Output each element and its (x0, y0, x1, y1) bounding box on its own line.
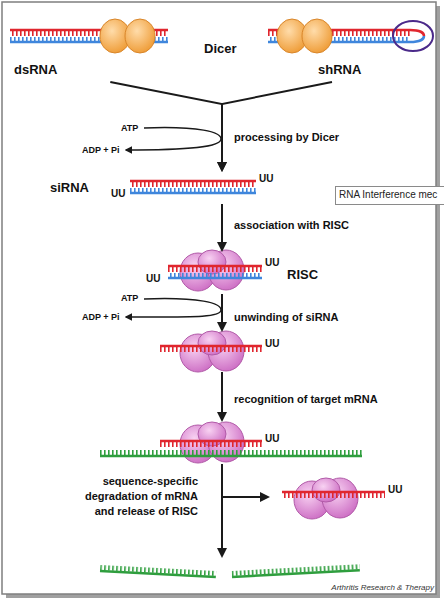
base-ticks (160, 347, 262, 352)
step-arrow (221, 497, 223, 556)
step-label: sequence-specific degradation of mRNA an… (78, 474, 198, 519)
energy-arrow (126, 128, 221, 150)
risc-protein (312, 478, 340, 502)
hairpin-loop (410, 30, 424, 36)
overhang-label: UU (265, 338, 279, 350)
overhang-label: UU (388, 484, 402, 496)
overhang-label: UU (111, 188, 125, 200)
loop-circle (393, 21, 433, 51)
base-ticks (160, 442, 262, 447)
molecule-group: shRNA (262, 16, 437, 82)
mrna-fragment (100, 565, 216, 577)
rna-strand (168, 277, 262, 280)
step-label: recognition of target mRNA (234, 393, 378, 406)
rna-strand (130, 192, 256, 195)
rna-strand (168, 265, 262, 268)
hairpin-loop (410, 36, 424, 42)
base-ticks (100, 565, 216, 576)
molecule-name: dsRNA (14, 62, 57, 78)
mrna-fragment (232, 564, 360, 577)
dicer-protein (302, 19, 332, 53)
tooltip-box: RNA Interference mec (335, 186, 444, 205)
energy-arrow (126, 299, 221, 317)
overhang-label: UU (259, 173, 273, 185)
base-ticks (130, 188, 256, 193)
step-arrow (221, 372, 223, 420)
molecule-group: dsRNA (8, 16, 173, 82)
dicer-protein (125, 19, 155, 53)
base-ticks (282, 493, 385, 498)
molecule-group: siRNA UU UU (48, 170, 280, 204)
enzyme-label: Dicer (204, 41, 237, 57)
rna-strand (130, 180, 256, 183)
mrna-strand (232, 570, 360, 577)
molecule-group: UU (95, 420, 365, 464)
molecule-group: UU (268, 476, 418, 512)
base-ticks (100, 450, 362, 455)
rna-strand (160, 440, 262, 443)
energy-label: ATP (121, 293, 138, 304)
overhang-label: UU (265, 257, 279, 269)
source-credit: Arthritis Research & Therapy (296, 583, 434, 593)
step-arrow (222, 82, 332, 170)
rna-strand (160, 345, 262, 348)
molecule-group: UU (140, 330, 290, 372)
energy-label: ADP + Pi (82, 145, 120, 156)
rna-strand (282, 491, 385, 494)
frame (2, 2, 436, 594)
connectors (110, 82, 332, 497)
base-ticks (168, 273, 262, 278)
overhang-label: UU (265, 433, 279, 445)
overhang-label: UU (146, 273, 160, 285)
step-label: association with RISC (234, 219, 349, 232)
base-ticks (232, 564, 360, 576)
complex-name: RISC (287, 267, 318, 283)
molecule-name: siRNA (50, 180, 89, 196)
molecule-name: shRNA (318, 62, 361, 78)
base-ticks (130, 182, 256, 187)
tooltip-text: RNA Interference mec (339, 189, 444, 201)
step-arrow (221, 204, 223, 250)
step-label: unwinding of siRNA (234, 311, 338, 324)
step-arrow (222, 464, 268, 497)
step-label: processing by Dicer (234, 131, 339, 144)
step-arrow (221, 294, 223, 330)
mrna-strand (100, 571, 216, 577)
base-ticks (168, 267, 262, 272)
molecule-group: RISC UU UU (140, 250, 330, 294)
step-arrow (110, 82, 222, 170)
energy-label: ADP + Pi (82, 312, 120, 323)
mrna-strand (100, 455, 362, 458)
energy-label: ATP (121, 123, 138, 134)
